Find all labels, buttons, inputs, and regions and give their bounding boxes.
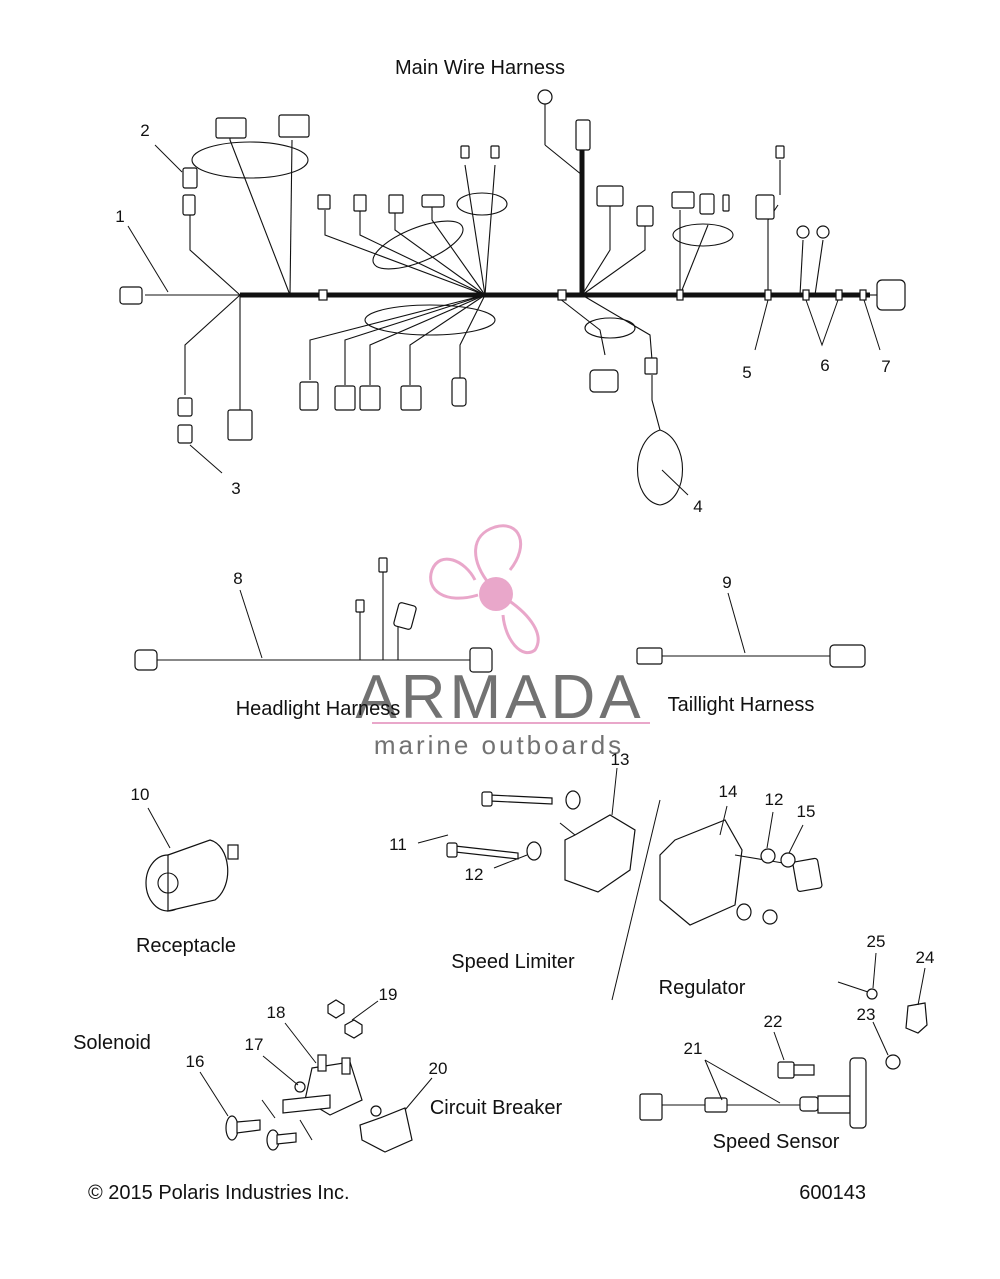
callout-14: 14: [719, 782, 738, 801]
armada-logo: ARMADA marine outboards: [355, 524, 650, 760]
callout-18: 18: [267, 1003, 286, 1022]
speed-limiter-title: Speed Limiter: [451, 951, 575, 973]
taillight-title: Taillight Harness: [668, 694, 815, 716]
callout-15: 15: [797, 802, 816, 821]
solenoid-title: Solenoid: [73, 1032, 151, 1054]
callout-2: 2: [140, 121, 149, 140]
left-harness-connector: [119, 286, 143, 305]
callout-9: 9: [722, 573, 731, 592]
copyright-text: © 2015 Polaris Industries Inc.: [88, 1182, 350, 1204]
callout-24: 24: [916, 948, 935, 967]
solenoid-assembly: Solenoid 16 17 18 19 20 Circuit Breaker: [73, 985, 563, 1153]
callout-22: 22: [764, 1012, 783, 1031]
speed-sensor-assembly: 21 22 23 24 25 Speed Sensor: [639, 932, 935, 1153]
receptacle: 10 Receptacle: [131, 785, 239, 957]
callout-6: 6: [820, 356, 829, 375]
headlight-harness: 8 Headlight Harness: [134, 557, 493, 720]
regulator-title: Regulator: [659, 977, 746, 999]
main-harness-title: Main Wire Harness: [395, 57, 565, 79]
callout-1: 1: [115, 207, 124, 226]
part-number: 600143: [799, 1182, 866, 1204]
headlight-title: Headlight Harness: [236, 698, 401, 720]
receptacle-title: Receptacle: [136, 935, 236, 957]
callout-17: 17: [245, 1035, 264, 1054]
callout-7: 7: [881, 357, 890, 376]
callout-21: 21: [684, 1039, 703, 1058]
section-divider: [611, 799, 661, 1001]
main-wire-harness: Main Wire Harness: [115, 57, 906, 516]
callout-11: 11: [389, 835, 407, 854]
speed-limiter: 13 11 12 Speed Limiter: [389, 750, 636, 973]
callout-23: 23: [857, 1005, 876, 1024]
circuit-breaker-title: Circuit Breaker: [430, 1097, 563, 1119]
callout-25: 25: [867, 932, 886, 951]
callout-19: 19: [379, 985, 398, 1004]
watermark-brand: ARMADA: [355, 663, 644, 732]
regulator: 14 12 15 Regulator: [659, 782, 823, 999]
propeller-icon: [429, 524, 540, 654]
callout-20: 20: [429, 1059, 448, 1078]
callout-10: 10: [131, 785, 150, 804]
callout-4: 4: [693, 497, 702, 516]
callout-12a: 12: [465, 865, 484, 884]
callout-13: 13: [611, 750, 630, 769]
callout-5: 5: [742, 363, 751, 382]
watermark-tagline: marine outboards: [374, 730, 624, 760]
callout-3: 3: [231, 479, 240, 498]
callout-8: 8: [233, 569, 242, 588]
right-harness-connector: [876, 279, 906, 311]
callout-12b: 12: [765, 790, 784, 809]
propeller-hub: [479, 577, 513, 611]
taillight-harness: 9 Taillight Harness: [636, 573, 866, 716]
speed-sensor-title: Speed Sensor: [713, 1131, 840, 1153]
callout-16: 16: [186, 1052, 205, 1071]
